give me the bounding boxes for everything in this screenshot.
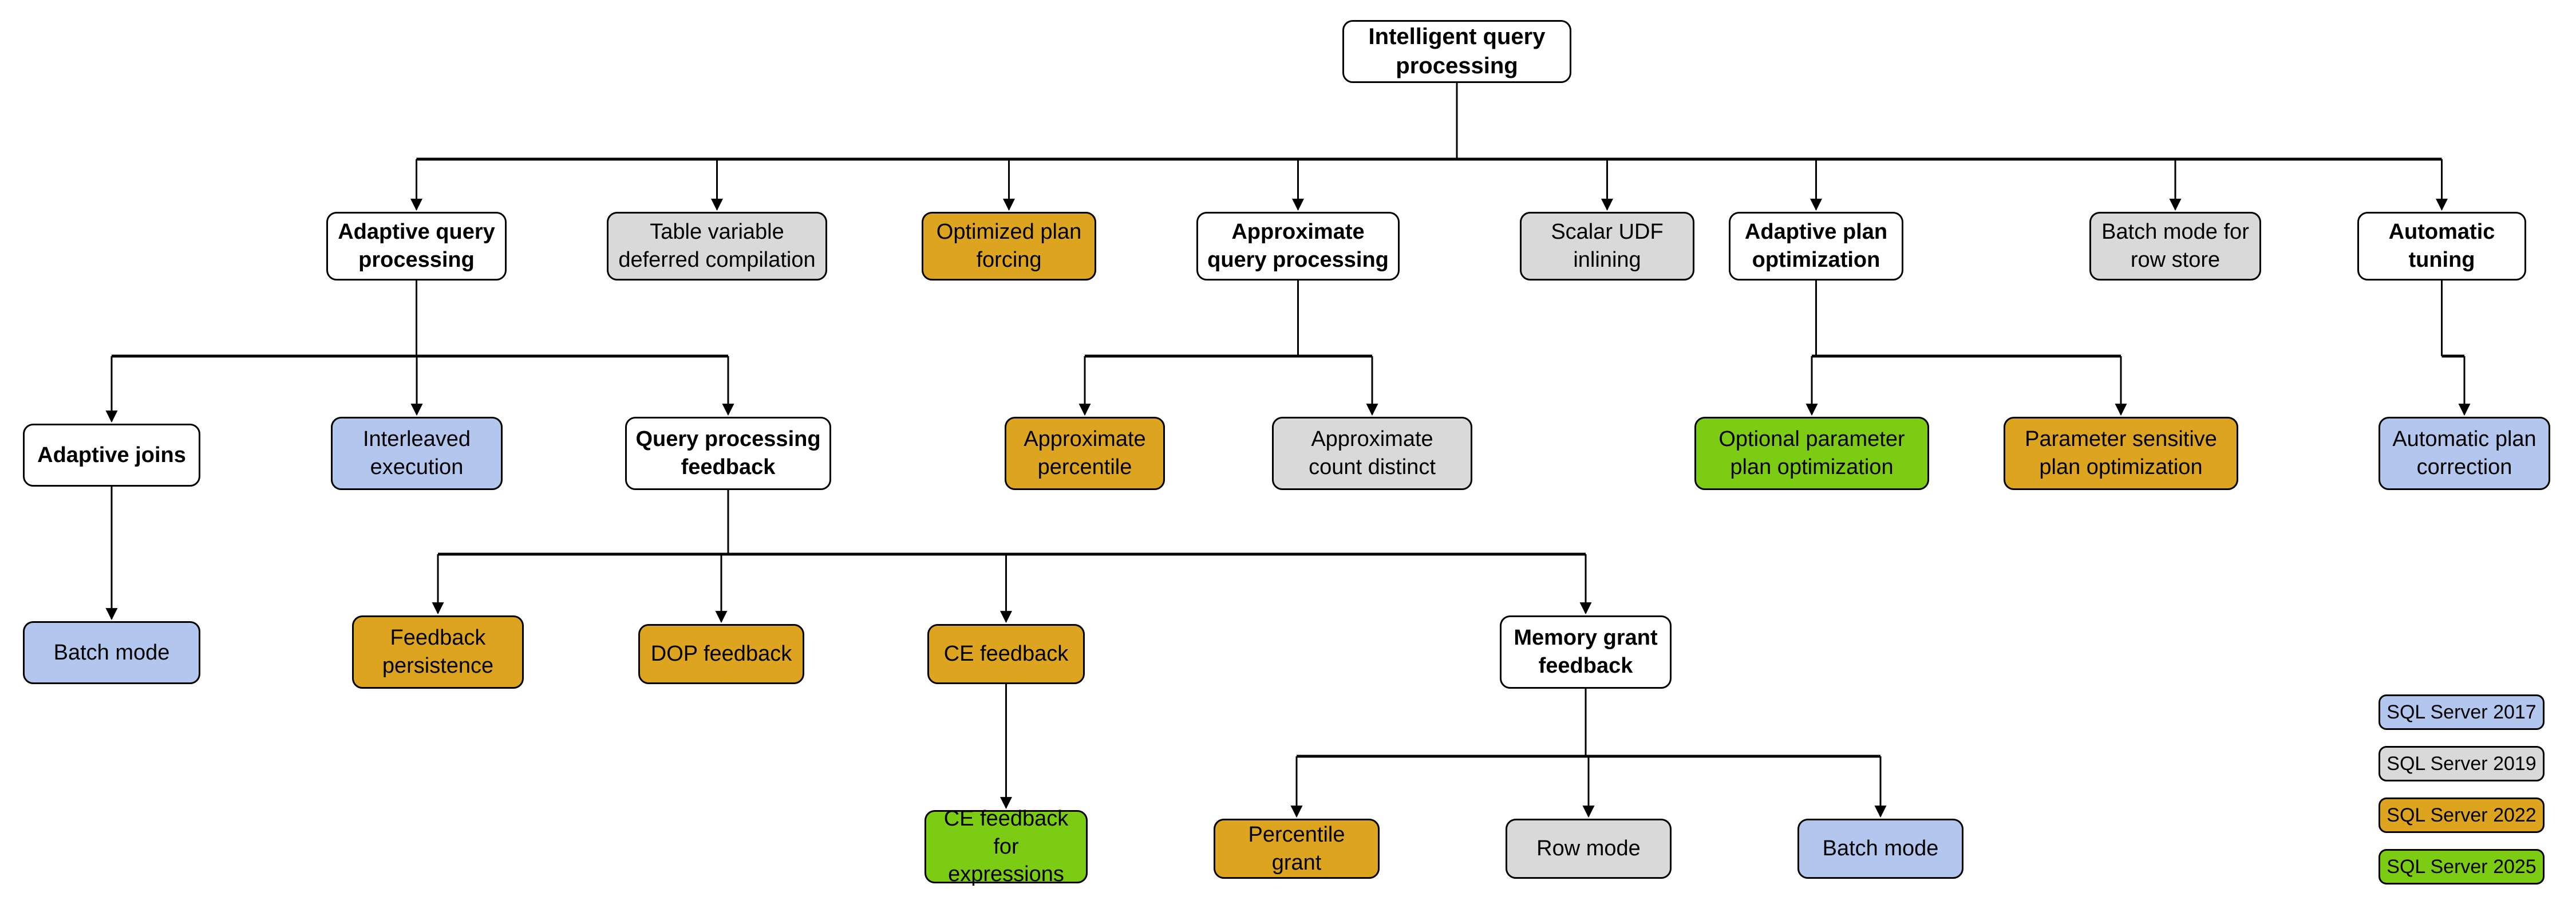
node-approxqp[interactable]: Approximate query processing (1196, 212, 1400, 281)
node-apo[interactable]: Adaptive plan optimization (1729, 212, 1903, 281)
node-adaptjoins[interactable]: Adaptive joins (23, 424, 200, 487)
node-qpf[interactable]: Query processing feedback (625, 417, 831, 490)
node-dopfb[interactable]: DOP feedback (638, 624, 804, 684)
legend-item-sql-server-2025: SQL Server 2025 (2379, 849, 2545, 885)
legend-item-sql-server-2019: SQL Server 2019 (2379, 746, 2545, 781)
node-oppo[interactable]: Optional parameter plan optimization (1694, 417, 1929, 490)
node-pspo[interactable]: Parameter sensitive plan optimization (2004, 417, 2238, 490)
node-approxcd[interactable]: Approximate count distinct (1272, 417, 1472, 490)
node-mgf[interactable]: Memory grant feedback (1500, 615, 1672, 689)
node-autotune[interactable]: Automatic tuning (2357, 212, 2526, 281)
node-bmrs[interactable]: Batch mode for row store (2089, 212, 2261, 281)
node-fbpersist[interactable]: Feedback persistence (352, 615, 524, 689)
node-batchmode1[interactable]: Batch mode (23, 621, 200, 684)
node-interleaved[interactable]: Interleaved execution (331, 417, 503, 490)
node-opf[interactable]: Optimized plan forcing (922, 212, 1096, 281)
legend-item-sql-server-2017: SQL Server 2017 (2379, 694, 2545, 730)
node-pctgrant[interactable]: Percentile grant (1214, 819, 1380, 879)
node-approxpct[interactable]: Approximate percentile (1005, 417, 1165, 490)
node-tvdc[interactable]: Table variable deferred compilation (607, 212, 827, 281)
node-cefbexpr[interactable]: CE feedback for expressions (924, 807, 1088, 886)
node-rowmode[interactable]: Row mode (1506, 819, 1672, 879)
node-cefb[interactable]: CE feedback (927, 624, 1085, 684)
node-aqp[interactable]: Adaptive query processing (326, 212, 507, 281)
node-apc[interactable]: Automatic plan correction (2379, 417, 2550, 490)
node-root[interactable]: Intelligent query processing (1342, 20, 1571, 83)
node-udf[interactable]: Scalar UDF inlining (1520, 212, 1694, 281)
node-batchmode2[interactable]: Batch mode (1797, 819, 1963, 879)
legend-item-sql-server-2022: SQL Server 2022 (2379, 797, 2545, 833)
